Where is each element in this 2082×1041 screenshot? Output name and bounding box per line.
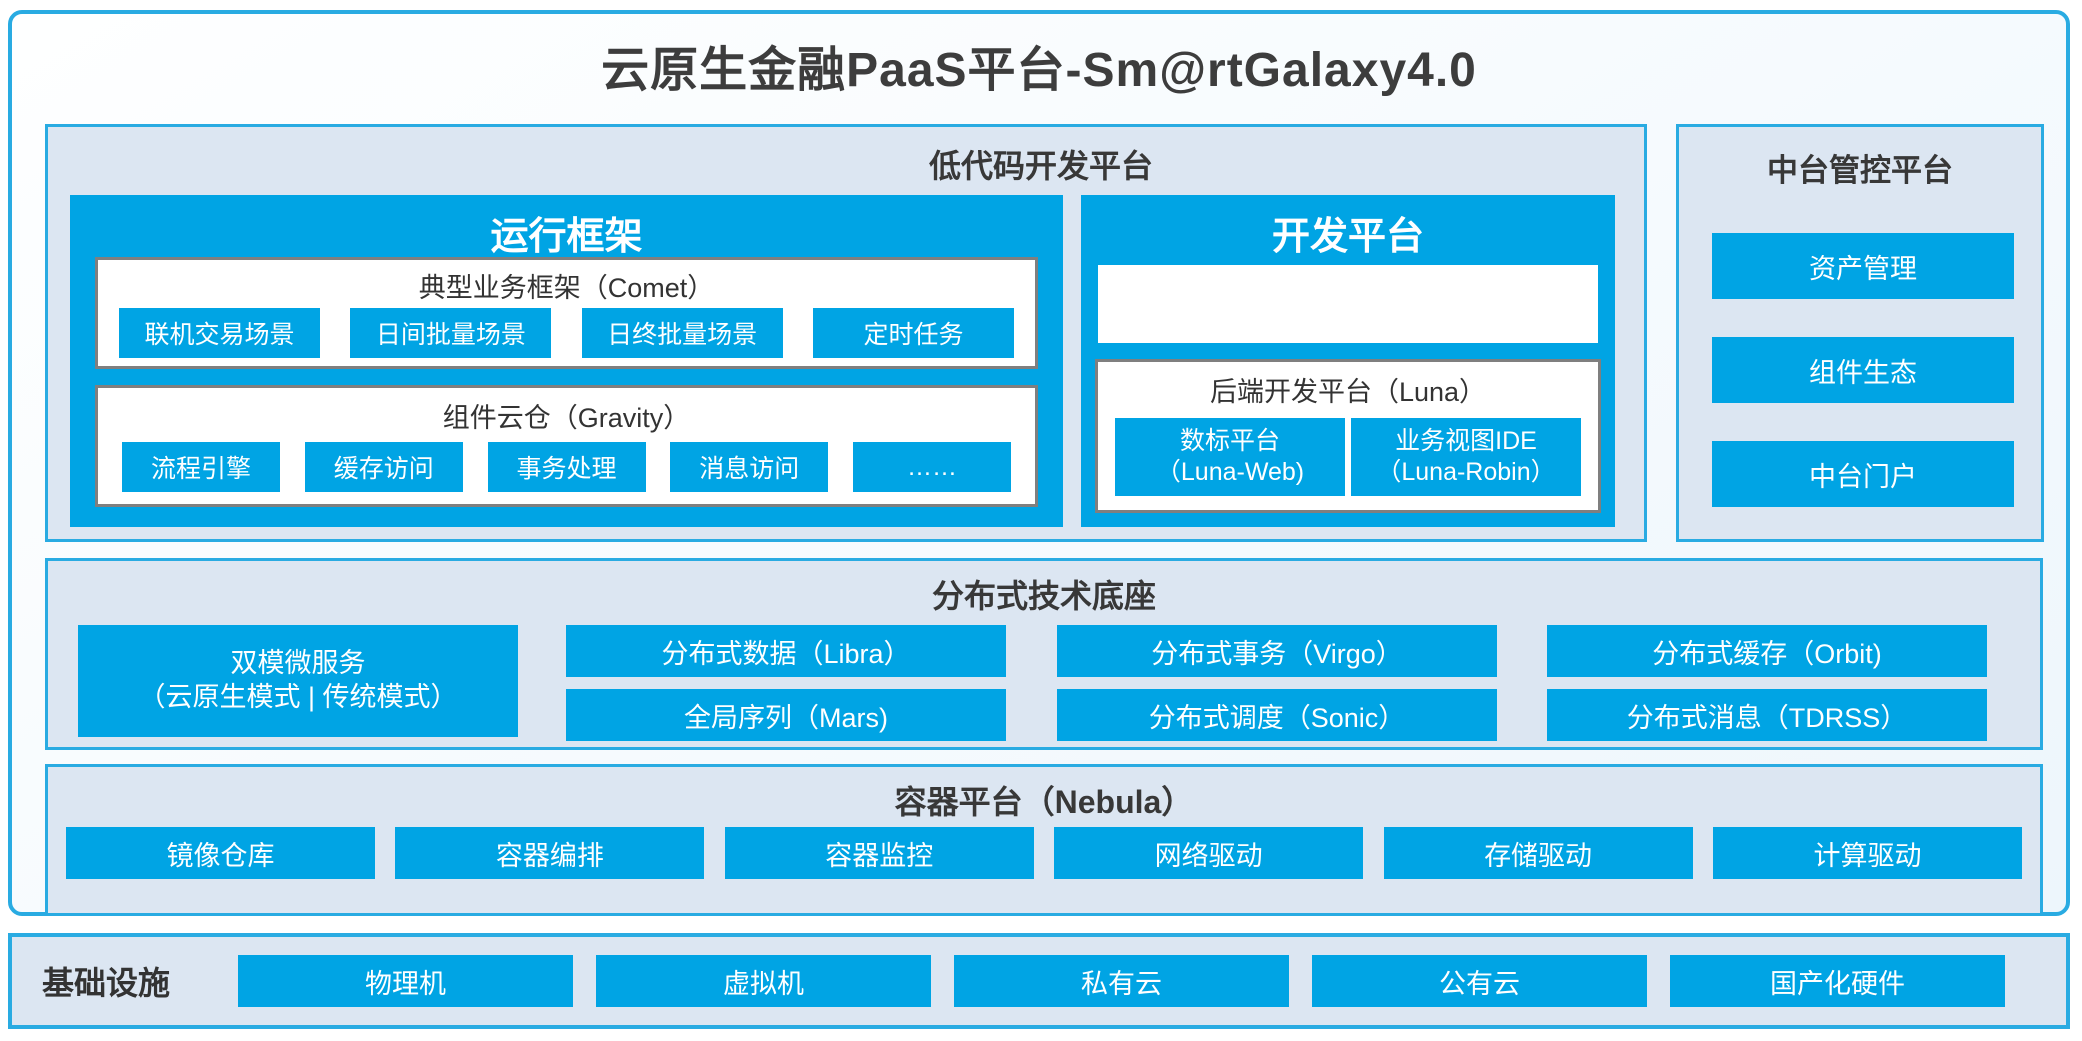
gravity-chip: 事务处理 (487, 442, 646, 492)
distributed-header: 分布式技术底座 (931, 578, 1156, 614)
infrastructure-chip: 私有云 (954, 955, 1289, 1007)
infrastructure-chip: 虚拟机 (596, 955, 931, 1007)
gravity-chip-row: 流程引擎 缓存访问 事务处理 消息访问 …… (122, 442, 1011, 492)
distributed-box: 分布式调度（Sonic） (1057, 689, 1497, 741)
box-gravity-warehouse: 组件云仓（Gravity） 流程引擎 缓存访问 事务处理 消息访问 …… (95, 385, 1038, 507)
midplatform-chip: 中台门户 (1712, 441, 2014, 507)
gravity-chip: 消息访问 (670, 442, 829, 492)
midplatform-header: 中台管控平台 (1767, 153, 1953, 188)
container-chip: 镜像仓库 (66, 827, 375, 879)
gravity-chip: …… (853, 442, 1011, 492)
container-chip-row: 镜像仓库 容器编排 容器监控 网络驱动 存储驱动 计算驱动 (66, 827, 2022, 879)
container-chip: 容器监控 (724, 827, 1034, 879)
distributed-box: 分布式缓存（Orbit) (1547, 625, 1987, 677)
distributed-box: 全局序列（Mars) (566, 689, 1006, 741)
dev-title: 开发平台 (1271, 216, 1424, 258)
section-midplatform-control: 中台管控平台 资产管理 组件生态 中台门户 (1676, 124, 2044, 542)
gravity-chip: 缓存访问 (304, 442, 463, 492)
distributed-box: 分布式事务（Virgo） (1057, 625, 1497, 677)
midplatform-chip: 资产管理 (1712, 233, 2014, 299)
gravity-chip: 流程引擎 (122, 442, 280, 492)
luna-web-line1: 数标平台 (1179, 426, 1280, 455)
section-container-platform: 容器平台（Nebula） 镜像仓库 容器编排 容器监控 网络驱动 存储驱动 计算… (45, 764, 2043, 916)
dual-line2: （云原生模式 | 传统模式） (138, 682, 458, 712)
luna-web-chip: 数标平台 （Luna-Web) (1115, 418, 1345, 496)
comet-chip: 定时任务 (812, 308, 1014, 358)
comet-chip: 日间批量场景 (350, 308, 552, 358)
container-chip: 计算驱动 (1712, 827, 2022, 879)
distributed-box: 分布式数据（Libra） (566, 625, 1006, 677)
infrastructure-chip-row: 物理机 虚拟机 私有云 公有云 国产化硬件 (238, 955, 2005, 1007)
infrastructure-label: 基础设施 (42, 965, 171, 1001)
distributed-box: 分布式消息（TDRSS） (1547, 689, 1987, 741)
midplatform-chip: 组件生态 (1712, 337, 2014, 403)
box-luna-backend: 后端开发平台（Luna） 数标平台 （Luna-Web) 业务视图IDE （Lu… (1095, 359, 1601, 513)
section-infrastructure: 基础设施 物理机 虚拟机 私有云 公有云 国产化硬件 (8, 933, 2070, 1029)
luna-robin-chip: 业务视图IDE （Luna-Robin） (1351, 418, 1581, 496)
dual-line1: 双模微服务 (230, 648, 366, 679)
comet-chip-row: 联机交易场景 日间批量场景 日终批量场景 定时任务 (119, 308, 1014, 358)
luna-robin-line2: （Luna-Robin） (1376, 458, 1556, 486)
container-chip: 容器编排 (395, 827, 705, 879)
panel-dev-platform: 开发平台 前端开发平台（Vela） 后端开发平台（Luna） 数标平台 （Lun… (1081, 195, 1615, 527)
lowcode-header: 低代码开发平台 (928, 148, 1153, 184)
vela-label: 前端开发平台（Vela） (1208, 290, 1488, 321)
luna-robin-line1: 业务视图IDE (1395, 426, 1537, 455)
comet-chip: 联机交易场景 (119, 308, 320, 358)
slide-frame: 云原生金融PaaS平台-Sm@rtGalaxy4.0 低代码开发平台 运行框架 … (8, 10, 2070, 916)
infrastructure-chip: 公有云 (1312, 955, 1647, 1007)
box-vela-frontend: 前端开发平台（Vela） (1098, 265, 1598, 343)
luna-chip-row: 数标平台 （Luna-Web) 业务视图IDE （Luna-Robin） (1115, 418, 1581, 496)
comet-title: 典型业务框架（Comet） (418, 273, 715, 303)
panel-runtime-framework: 运行框架 典型业务框架（Comet） 联机交易场景 日间批量场景 日终批量场景 … (70, 195, 1063, 527)
comet-chip: 日终批量场景 (581, 308, 783, 358)
runtime-title: 运行框架 (490, 216, 643, 258)
gravity-title: 组件云仓（Gravity） (442, 403, 691, 433)
container-chip: 网络驱动 (1054, 827, 1364, 879)
luna-title: 后端开发平台（Luna） (1209, 377, 1487, 407)
dual-mode-microservice-box: 双模微服务 （云原生模式 | 传统模式） (78, 625, 518, 737)
box-comet-framework: 典型业务框架（Comet） 联机交易场景 日间批量场景 日终批量场景 定时任务 (95, 257, 1038, 369)
page-title: 云原生金融PaaS平台-Sm@rtGalaxy4.0 (601, 44, 1477, 97)
luna-web-line2: （Luna-Web) (1155, 458, 1305, 486)
container-chip: 存储驱动 (1383, 827, 1693, 879)
infrastructure-chip: 物理机 (238, 955, 573, 1007)
section-distributed-base: 分布式技术底座 双模微服务 （云原生模式 | 传统模式） 分布式数据（Libra… (45, 558, 2043, 750)
section-lowcode-platform: 低代码开发平台 运行框架 典型业务框架（Comet） 联机交易场景 日间批量场景… (45, 124, 1647, 542)
infrastructure-chip: 国产化硬件 (1670, 955, 2005, 1007)
container-header: 容器平台（Nebula） (894, 784, 1194, 820)
